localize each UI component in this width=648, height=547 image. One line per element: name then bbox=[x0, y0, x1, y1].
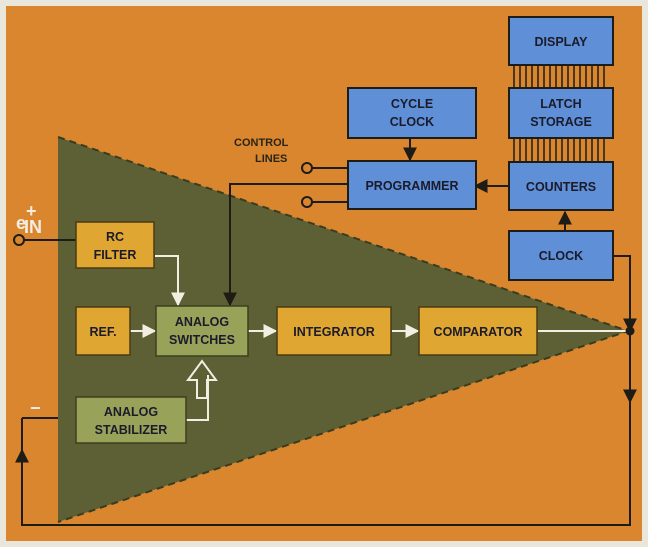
analog-switches-label-line2: SWITCHES bbox=[169, 333, 235, 347]
clock-block: CLOCK bbox=[508, 230, 614, 281]
cycle-clock-label-line2: CLOCK bbox=[390, 115, 434, 129]
control-line-terminal-2[interactable] bbox=[301, 196, 313, 208]
analog-switches-block: ANALOG SWITCHES bbox=[155, 305, 249, 357]
control-lines-label-line2: LINES bbox=[255, 153, 287, 165]
counters-block: COUNTERS bbox=[508, 161, 614, 211]
integrator-block: INTEGRATOR bbox=[276, 306, 392, 356]
control-lines-label-line1: CONTROL bbox=[234, 137, 289, 149]
data-bus-lines bbox=[513, 66, 605, 162]
latch-label-line2: STORAGE bbox=[530, 115, 592, 129]
clock-label: CLOCK bbox=[539, 249, 583, 263]
signal-wires bbox=[15, 138, 637, 526]
latch-label-line1: LATCH bbox=[540, 97, 581, 111]
minus-sign: − bbox=[30, 398, 41, 418]
programmer-block: PROGRAMMER bbox=[347, 160, 477, 210]
rc-filter-label-line1: RC bbox=[106, 230, 124, 244]
integrator-label: INTEGRATOR bbox=[293, 325, 374, 339]
ref-block: REF. bbox=[75, 306, 131, 356]
display-label: DISPLAY bbox=[534, 35, 588, 49]
analog-stabilizer-label-line1: ANALOG bbox=[104, 405, 158, 419]
analog-stabilizer-block: ANALOG STABILIZER bbox=[75, 396, 187, 444]
plus-sign: + bbox=[26, 201, 37, 221]
stabilizer-arrow bbox=[186, 359, 218, 399]
analog-switches-label-line1: ANALOG bbox=[175, 315, 229, 329]
comparator-block: COMPARATOR bbox=[418, 306, 538, 356]
display-block: DISPLAY bbox=[508, 16, 614, 66]
e-in-symbol: e bbox=[16, 213, 26, 233]
output-junction-dot bbox=[625, 326, 635, 336]
cycle-clock-label-line1: CYCLE bbox=[391, 97, 433, 111]
analog-stabilizer-label-line2: STABILIZER bbox=[95, 423, 168, 437]
rc-filter-label-line2: FILTER bbox=[94, 248, 137, 262]
internal-wires bbox=[130, 255, 626, 421]
control-line-terminal-1[interactable] bbox=[301, 162, 313, 174]
input-terminal[interactable] bbox=[13, 234, 25, 246]
cycle-clock-block: CYCLE CLOCK bbox=[347, 87, 477, 139]
comparator-label: COMPARATOR bbox=[434, 325, 523, 339]
programmer-label: PROGRAMMER bbox=[365, 179, 458, 193]
latch-storage-block: LATCH STORAGE bbox=[508, 87, 614, 139]
counters-label: COUNTERS bbox=[526, 180, 596, 194]
rc-filter-block: RC FILTER bbox=[75, 221, 155, 269]
e-in-subscript: IN bbox=[24, 217, 42, 237]
ref-label: REF. bbox=[89, 325, 116, 339]
